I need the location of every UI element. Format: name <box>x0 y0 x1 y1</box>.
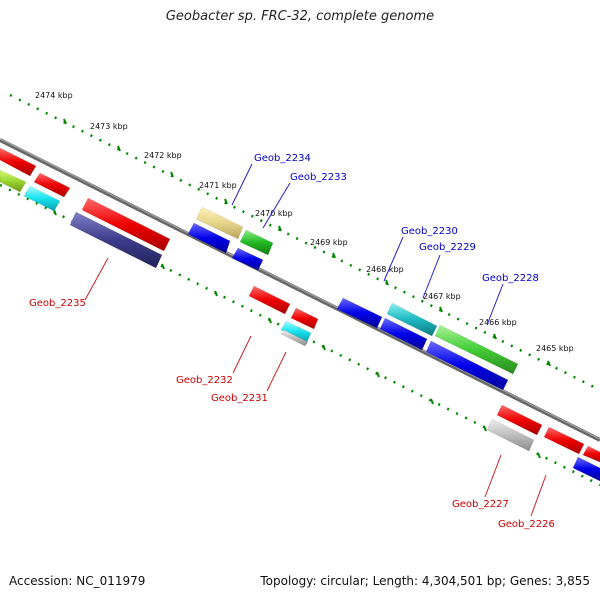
gene-labels: Geob_2234 Geob_2233 Geob_2230 Geob_2229 … <box>29 153 555 530</box>
kbp-label: 2466 kbp <box>479 318 517 327</box>
kbp-label: 2471 kbp <box>199 181 237 190</box>
gene-feature-yellowgreen[interactable] <box>0 169 27 193</box>
gene-feature-blue[interactable] <box>187 222 231 254</box>
gene-feature-gray[interactable] <box>280 329 309 347</box>
accession-text: Accession: NC_011979 <box>9 574 146 588</box>
gene-feature-red[interactable] <box>496 404 543 436</box>
gene-label-forward[interactable]: Geob_2229 <box>419 242 476 253</box>
gene-feature-red[interactable] <box>543 426 585 455</box>
gene-feature-blue[interactable] <box>336 297 383 329</box>
gene-label-reverse[interactable]: Geob_2227 <box>452 499 509 510</box>
kbp-label: 2473 kbp <box>90 122 128 131</box>
gene-label-forward[interactable]: Geob_2234 <box>254 153 311 164</box>
topology-text: Topology: circular; Length: 4,304,501 bp… <box>260 574 590 588</box>
gene-feature-cyan[interactable] <box>23 185 61 212</box>
gene-feature-red[interactable] <box>33 172 71 198</box>
gene-feature-blue[interactable] <box>379 317 428 351</box>
gene-feature-red[interactable] <box>248 285 291 315</box>
kbp-label: 2470 kbp <box>255 209 293 218</box>
gene-feature-blue[interactable] <box>572 456 600 482</box>
gene-feature-red[interactable] <box>0 147 37 177</box>
kbp-label: 2467 kbp <box>423 292 461 301</box>
gene-feature-blue[interactable] <box>231 247 264 271</box>
gene-feature-red[interactable] <box>290 307 319 330</box>
gene-feature-lightgreen[interactable] <box>434 324 519 375</box>
gene-feature-khaki[interactable] <box>195 206 244 240</box>
gene-features[interactable] <box>0 147 600 482</box>
genome-backbone <box>0 138 600 442</box>
gene-feature-navy[interactable] <box>69 211 163 269</box>
map-title: Geobacter sp. FRC-32, complete genome <box>165 9 435 24</box>
gene-feature-gray[interactable] <box>486 418 535 452</box>
leader-lines <box>84 163 547 517</box>
kbp-label: 2474 kbp <box>35 91 73 100</box>
kbp-label: 2469 kbp <box>310 238 348 247</box>
gene-feature-green[interactable] <box>239 229 274 256</box>
gene-label-forward[interactable]: Geob_2230 <box>401 226 458 237</box>
major-ticks <box>53 118 551 459</box>
gene-label-reverse[interactable]: Geob_2226 <box>498 519 555 530</box>
gene-feature-blue[interactable] <box>425 340 509 391</box>
gene-label-forward[interactable]: Geob_2233 <box>290 172 347 183</box>
gene-label-reverse[interactable]: Geob_2235 <box>29 298 86 309</box>
gene-feature-red[interactable] <box>81 197 171 252</box>
kbp-labels: 2474 kbp 2473 kbp 2472 kbp 2471 kbp 2470… <box>35 91 574 353</box>
gene-label-forward[interactable]: Geob_2228 <box>482 273 539 284</box>
gene-label-reverse[interactable]: Geob_2232 <box>176 375 233 386</box>
gene-feature-teal[interactable] <box>386 302 438 337</box>
gene-feature-red[interactable] <box>582 445 600 463</box>
kbp-label: 2465 kbp <box>536 344 574 353</box>
kbp-label: 2472 kbp <box>144 151 182 160</box>
gene-label-reverse[interactable]: Geob_2231 <box>211 393 268 404</box>
kbp-label: 2468 kbp <box>366 265 404 274</box>
